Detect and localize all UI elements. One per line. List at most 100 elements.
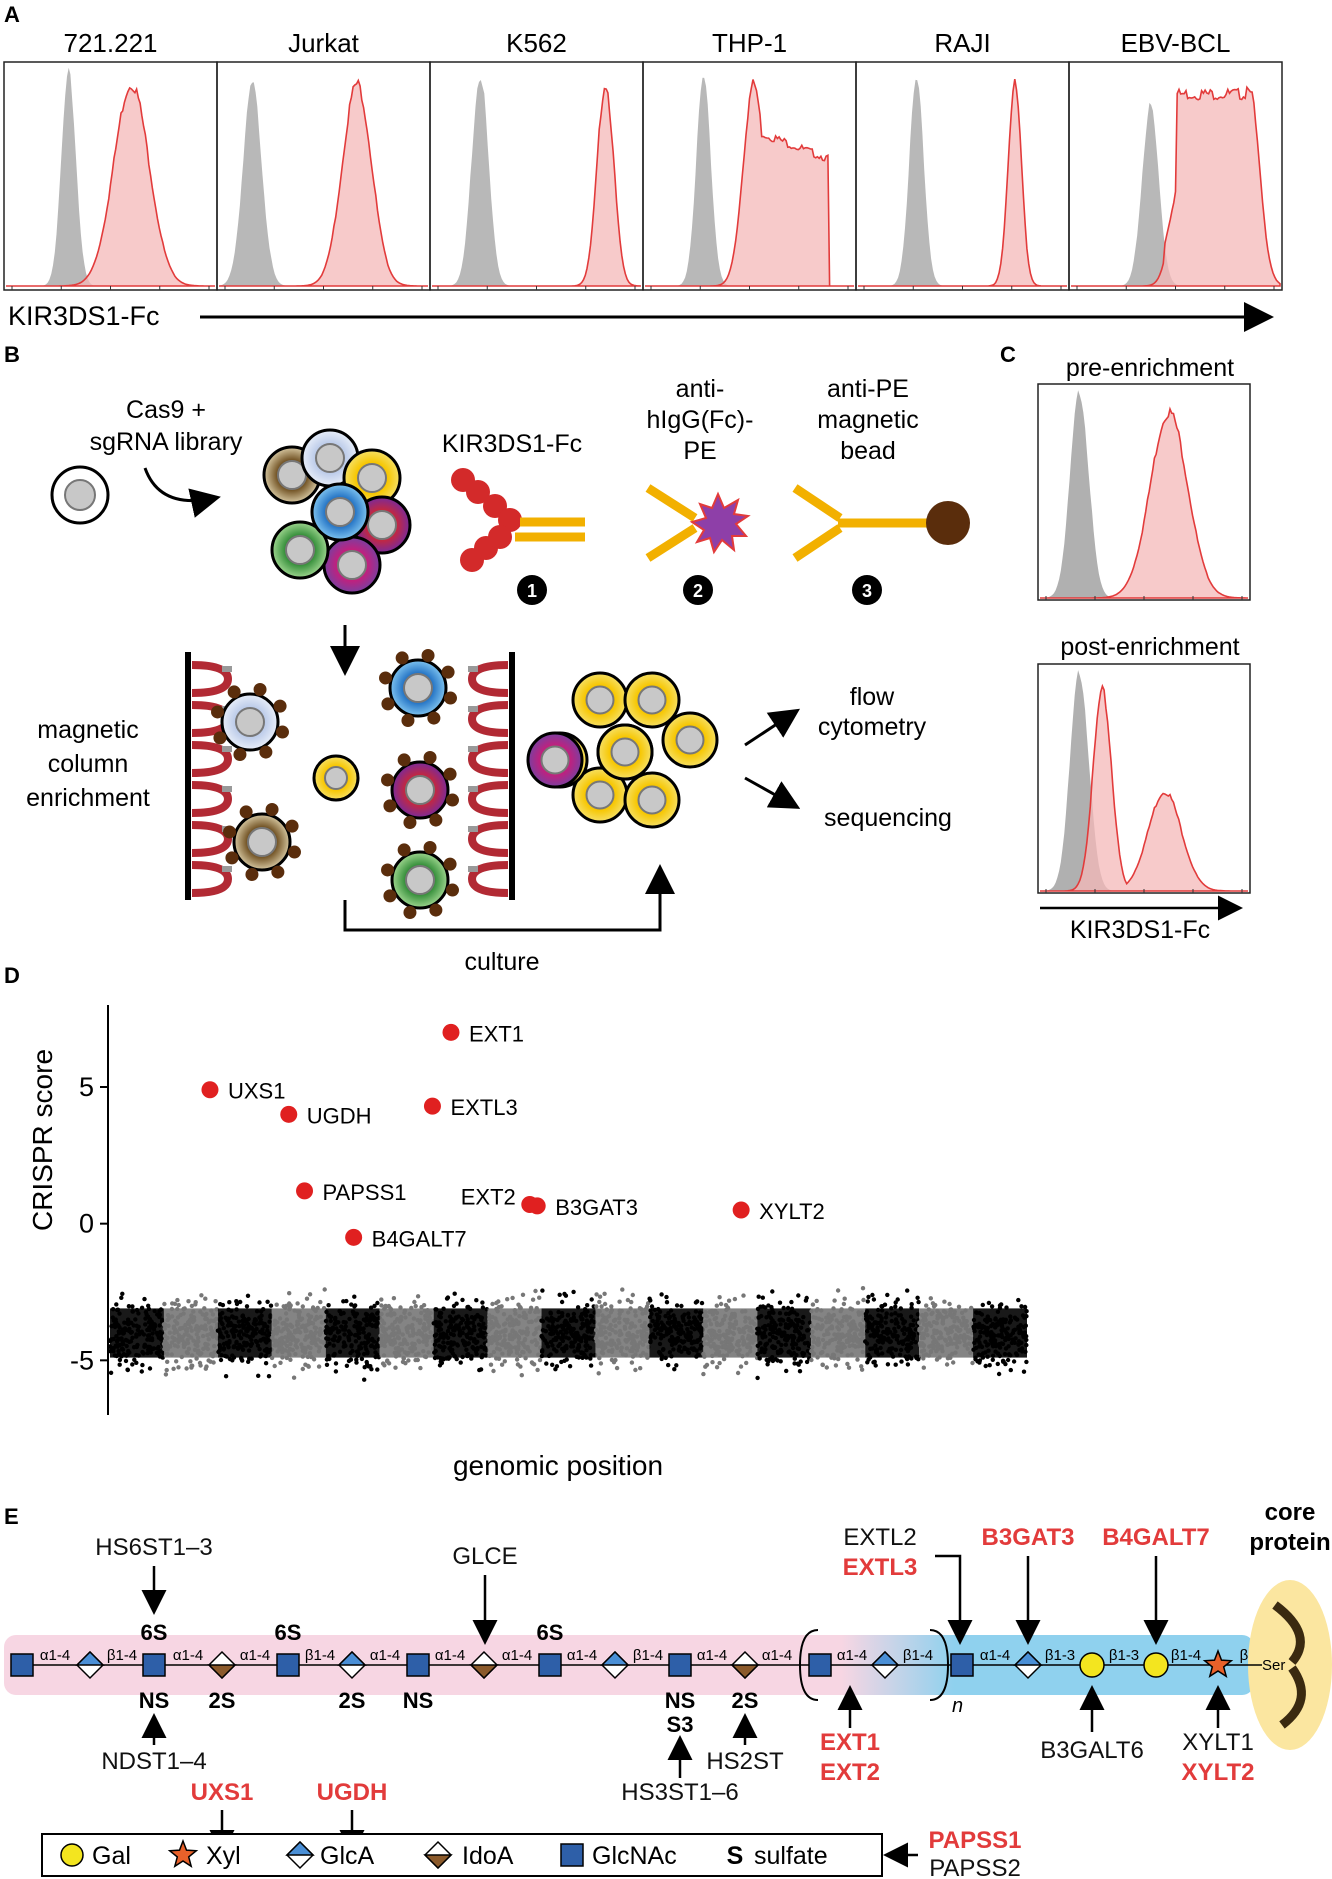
- culture-label: culture: [464, 948, 539, 976]
- score-point: [244, 1304, 250, 1309]
- cell-nucleus: [585, 685, 615, 715]
- reagent3-label-line3: bead: [840, 437, 896, 465]
- score-point: [364, 1359, 369, 1365]
- repeat-n-label: n: [952, 1695, 963, 1717]
- score-point: [614, 1365, 620, 1371]
- score-point: [597, 1299, 602, 1305]
- magnetic-bead: [223, 825, 237, 839]
- cell-library-cluster: [262, 428, 412, 595]
- score-point: [391, 1296, 397, 1301]
- score-point: [758, 1304, 763, 1309]
- enzyme-b3gat3: B3GAT3: [982, 1524, 1075, 1551]
- modification-label: S3: [667, 1712, 694, 1737]
- score-point: [855, 1357, 860, 1362]
- glycosidic-bond-label: β1-4: [107, 1647, 137, 1664]
- score-point: [505, 1297, 510, 1302]
- panel-c-axis-label: KIR3DS1-Fc: [1070, 916, 1210, 944]
- score-point: [933, 1302, 938, 1308]
- score-point: [893, 1304, 898, 1309]
- enzyme-ndst: NDST1–4: [101, 1748, 206, 1775]
- glycosidic-bond-label: α1-4: [435, 1647, 465, 1664]
- score-point: [477, 1367, 482, 1373]
- glycosidic-bond-label: β1-3: [1045, 1647, 1075, 1664]
- score-point: [845, 1361, 850, 1367]
- score-point: [188, 1359, 193, 1364]
- score-point: [764, 1357, 769, 1363]
- score-density: [110, 1308, 164, 1358]
- magnet: [191, 781, 233, 817]
- magnetic-bead: [383, 889, 397, 903]
- chromosome-band: [107, 1291, 166, 1376]
- magnetic-bead: [443, 857, 457, 871]
- hit-gene-label: PAPSS1: [323, 1180, 407, 1205]
- chromosome-band: [863, 1288, 922, 1368]
- magnetic-bead: [429, 903, 443, 917]
- score-point: [695, 1299, 700, 1304]
- sequencing-arrow: [744, 776, 801, 809]
- score-point: [162, 1301, 167, 1307]
- score-point: [865, 1299, 870, 1304]
- reagent3-label-line1: anti-PE: [827, 375, 909, 403]
- score-point: [1024, 1359, 1029, 1365]
- score-point: [333, 1369, 339, 1374]
- magnet: [467, 741, 509, 777]
- score-point: [944, 1362, 950, 1367]
- score-point: [375, 1367, 380, 1372]
- score-point: [437, 1363, 443, 1368]
- score-point: [164, 1367, 169, 1373]
- cell-nucleus: [337, 550, 367, 580]
- score-point: [184, 1366, 189, 1371]
- score-point: [989, 1304, 995, 1309]
- score-point: [915, 1295, 920, 1301]
- glycosidic-bond-label: α1-4: [40, 1647, 70, 1664]
- score-point: [1019, 1304, 1024, 1309]
- reagent3-label-line2: magnetic: [817, 406, 918, 434]
- score-point: [281, 1304, 286, 1309]
- score-point: [986, 1300, 992, 1306]
- score-point: [502, 1359, 507, 1364]
- score-point: [899, 1359, 904, 1364]
- control-histogram: [858, 79, 1067, 287]
- chromosome-band: [431, 1291, 490, 1373]
- score-point: [380, 1361, 386, 1366]
- score-point: [942, 1299, 947, 1304]
- score-point: [326, 1303, 331, 1308]
- score-point: [1016, 1297, 1021, 1303]
- score-point: [379, 1303, 384, 1308]
- score-point: [638, 1366, 643, 1371]
- enzyme-b4galt7: B4GALT7: [1102, 1524, 1210, 1551]
- legend-xyl-label: Xyl: [206, 1842, 241, 1870]
- score-point: [287, 1305, 293, 1310]
- glycosidic-bond-label: α1-4: [502, 1647, 532, 1664]
- chromosome-band: [539, 1288, 598, 1372]
- cell-nucleus: [675, 725, 705, 755]
- cell-nucleus: [324, 766, 348, 790]
- score-point: [602, 1301, 608, 1307]
- glycosidic-bond-label: α1-4: [240, 1647, 270, 1664]
- stained-histogram: [432, 87, 642, 287]
- enzyme-xylt2: XYLT2: [1182, 1759, 1255, 1786]
- score-point: [999, 1302, 1004, 1307]
- hit-gene-label: B4GALT7: [372, 1226, 467, 1251]
- score-point: [865, 1360, 870, 1365]
- glycosidic-bond-label: β1-4: [903, 1647, 933, 1664]
- glcnac-square: [406, 1653, 430, 1677]
- glycosidic-bond-label: α1-4: [567, 1647, 597, 1664]
- score-point: [630, 1292, 635, 1298]
- magnetic-label-line1: magnetic: [37, 716, 138, 744]
- glycosidic-bond-label: β1-4: [1171, 1647, 1201, 1664]
- score-point: [452, 1291, 457, 1296]
- hit-gene-point: [201, 1081, 219, 1099]
- panel-label-b: B: [4, 342, 20, 367]
- chromosome-band: [269, 1287, 328, 1380]
- magnetic-bead: [397, 843, 411, 857]
- enzyme-extl2: EXTL2: [843, 1524, 916, 1551]
- score-density: [757, 1308, 812, 1358]
- enzyme-xylt1: XYLT1: [1182, 1729, 1254, 1756]
- score-density: [649, 1308, 704, 1358]
- cell-nucleus: [315, 443, 345, 473]
- stained-histogram: [6, 86, 215, 287]
- score-point: [134, 1360, 139, 1366]
- score-point: [535, 1367, 540, 1373]
- magnet: [467, 861, 509, 897]
